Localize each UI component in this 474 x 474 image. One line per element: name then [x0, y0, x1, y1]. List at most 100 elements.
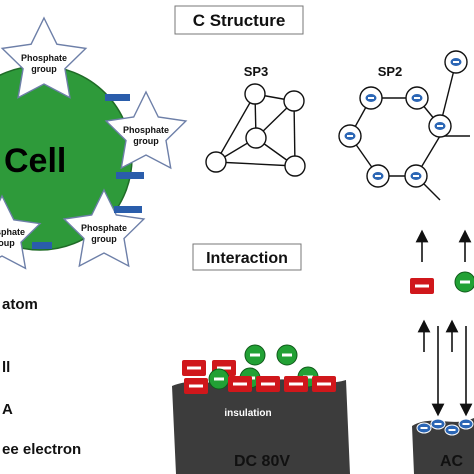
free-electron	[364, 93, 378, 103]
positive-charge	[182, 360, 206, 376]
minus-sign	[250, 353, 260, 357]
sp2-atom	[405, 86, 429, 110]
phosphate-bar	[105, 94, 130, 101]
interaction-title: Interaction	[206, 250, 288, 267]
sp2-atom	[359, 86, 383, 110]
minus-sign	[375, 175, 381, 177]
star-shape	[0, 16, 88, 99]
sp3-atom	[284, 155, 306, 177]
negative-charge	[454, 271, 474, 293]
sp3-atom	[205, 151, 227, 173]
minus-sign	[413, 175, 419, 177]
sp3-atoms	[205, 83, 306, 177]
minus-sign	[448, 429, 456, 431]
free-electron	[458, 418, 474, 430]
negative-charge	[276, 344, 298, 366]
plus-sign	[261, 382, 275, 386]
sp2-atoms	[338, 50, 468, 188]
sp2-atom	[338, 124, 362, 148]
phosphate-label-line1: Phosphate	[21, 53, 67, 63]
minus-sign	[368, 97, 374, 99]
ac-charges	[410, 271, 474, 436]
interaction-title-box	[192, 243, 302, 271]
star-shape	[104, 90, 188, 170]
free-electron	[449, 57, 463, 67]
positive-charge	[184, 378, 208, 394]
phosphate-label-line1: Phosphate	[0, 227, 25, 237]
minus-sign	[460, 280, 470, 284]
plus-sign	[189, 384, 203, 388]
sp3-label: SP3	[244, 64, 269, 79]
minus-sign	[303, 375, 313, 379]
phosphate-label-line1: Phosphate	[81, 223, 127, 233]
sp2-label: SP2	[378, 64, 403, 79]
phosphate-label-line2: group	[0, 238, 15, 248]
c-structure-title: C Structure	[193, 11, 286, 30]
minus-sign	[347, 135, 353, 137]
plus-sign	[217, 366, 231, 370]
phosphate-label-line2: group	[133, 136, 159, 146]
minus-sign	[420, 427, 428, 429]
legend-item-free-electron: ee electron	[2, 441, 81, 458]
star-shape	[62, 188, 146, 268]
c-structure-title-box	[174, 5, 304, 35]
negative-charge	[244, 344, 266, 366]
phosphate-bar	[114, 206, 142, 213]
free-electron	[371, 171, 385, 181]
plus-sign	[415, 284, 429, 288]
free-electron	[410, 93, 424, 103]
sp2-atom	[444, 50, 468, 74]
insulation-label: insulation	[224, 408, 271, 419]
plus-sign	[187, 366, 201, 370]
positive-charge	[410, 278, 434, 294]
minus-sign	[214, 377, 224, 381]
phosphate-bars	[32, 94, 144, 249]
free-electron	[343, 131, 357, 141]
plus-sign	[317, 382, 331, 386]
minus-sign	[282, 353, 292, 357]
positive-charge	[256, 376, 280, 392]
dc-label: DC 80V	[234, 453, 290, 470]
free-electron	[444, 424, 460, 436]
interaction-panel: Interaction insulation DC 80V AC	[172, 229, 474, 474]
dc-charges	[182, 344, 336, 394]
phosphate-label-line1: Phosphate	[123, 125, 169, 135]
legend: atom ll A ee electron	[2, 296, 81, 458]
ac-arrows	[415, 229, 473, 417]
phosphate-label-line2: group	[91, 234, 117, 244]
phosphate-label-line2: group	[31, 64, 57, 74]
free-electron	[416, 422, 432, 434]
phosphate-bar	[116, 172, 144, 179]
sp3-atom	[244, 83, 266, 105]
minus-sign	[462, 423, 470, 425]
positive-charge	[228, 376, 252, 392]
minus-sign	[437, 125, 443, 127]
plus-sign	[289, 382, 303, 386]
free-electron	[430, 418, 446, 430]
sp2-atom	[404, 164, 428, 188]
sp2-atom	[428, 114, 452, 138]
sp3-atom	[283, 90, 305, 112]
phosphate-stars: PhosphategroupPhosphategroupPhosphategro…	[0, 16, 188, 270]
minus-sign	[453, 61, 459, 63]
ac-label: AC	[440, 453, 464, 470]
cell-label: Cell	[4, 142, 66, 180]
star-shape	[0, 194, 42, 270]
legend-item-dna: A	[2, 401, 13, 418]
c-structure-panel: C Structure SP3 SP2	[174, 5, 470, 201]
plus-sign	[233, 382, 247, 386]
legend-item-cell: ll	[2, 359, 10, 376]
positive-charge	[312, 376, 336, 392]
free-electron	[433, 121, 447, 131]
positive-charge	[284, 376, 308, 392]
minus-sign	[434, 423, 442, 425]
minus-sign	[414, 97, 420, 99]
legend-item-atom: atom	[2, 296, 38, 313]
phosphate-bar	[32, 242, 52, 249]
